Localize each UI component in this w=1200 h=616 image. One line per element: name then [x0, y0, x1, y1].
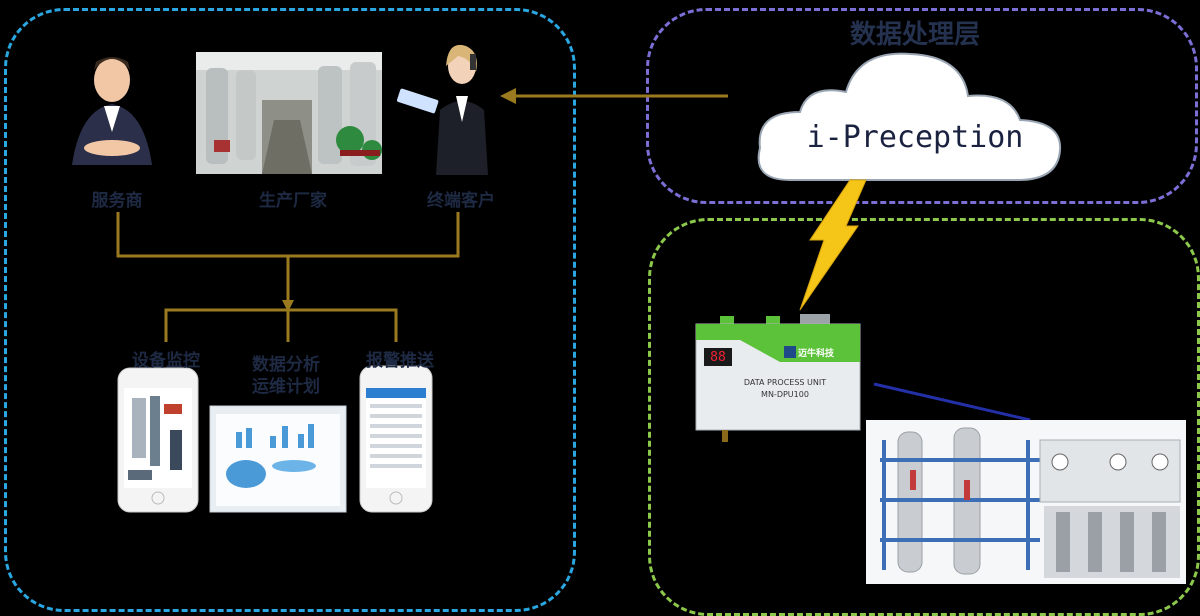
analysis-label-line1: 数据分析 — [252, 355, 320, 375]
device-subtitle: DATA PROCESS UNIT — [743, 378, 827, 387]
connector-lines — [116, 94, 728, 342]
data-processing-region — [646, 8, 1198, 204]
factory-label: 生产厂家 — [259, 191, 327, 211]
lightning-icon — [799, 179, 867, 311]
service-provider-figure — [72, 57, 152, 165]
dpu-device — [695, 314, 861, 442]
monitoring-label: 设备监控 — [132, 351, 200, 371]
service-provider-label: 服务商 — [91, 191, 143, 211]
user-side-region — [4, 8, 576, 612]
end-customer-figure — [397, 44, 488, 175]
factory-photo — [196, 52, 382, 174]
down-arrow-icon — [282, 300, 294, 312]
cloud-label: i-Preception — [806, 120, 1024, 155]
device-brand: 迈牛科技 — [798, 349, 835, 359]
analysis-tablet — [209, 405, 347, 513]
device-model: MN-DPU100 — [761, 390, 809, 399]
left-arrow-icon — [500, 88, 516, 104]
device-side-region — [648, 218, 1200, 616]
end-customer-label: 终端客户 — [427, 191, 495, 211]
device-link-line — [873, 382, 1031, 422]
data-layer-title: 数据处理层 — [849, 20, 980, 50]
cloud-shape — [757, 52, 1062, 181]
device-display: 88 — [710, 350, 726, 365]
monitoring-phone — [117, 367, 199, 513]
alarm-label: 报警推送 — [366, 351, 434, 371]
water-treatment-equipment — [866, 420, 1186, 584]
alarm-phone — [359, 365, 433, 513]
analysis-label-line2: 运维计划 — [252, 377, 320, 397]
